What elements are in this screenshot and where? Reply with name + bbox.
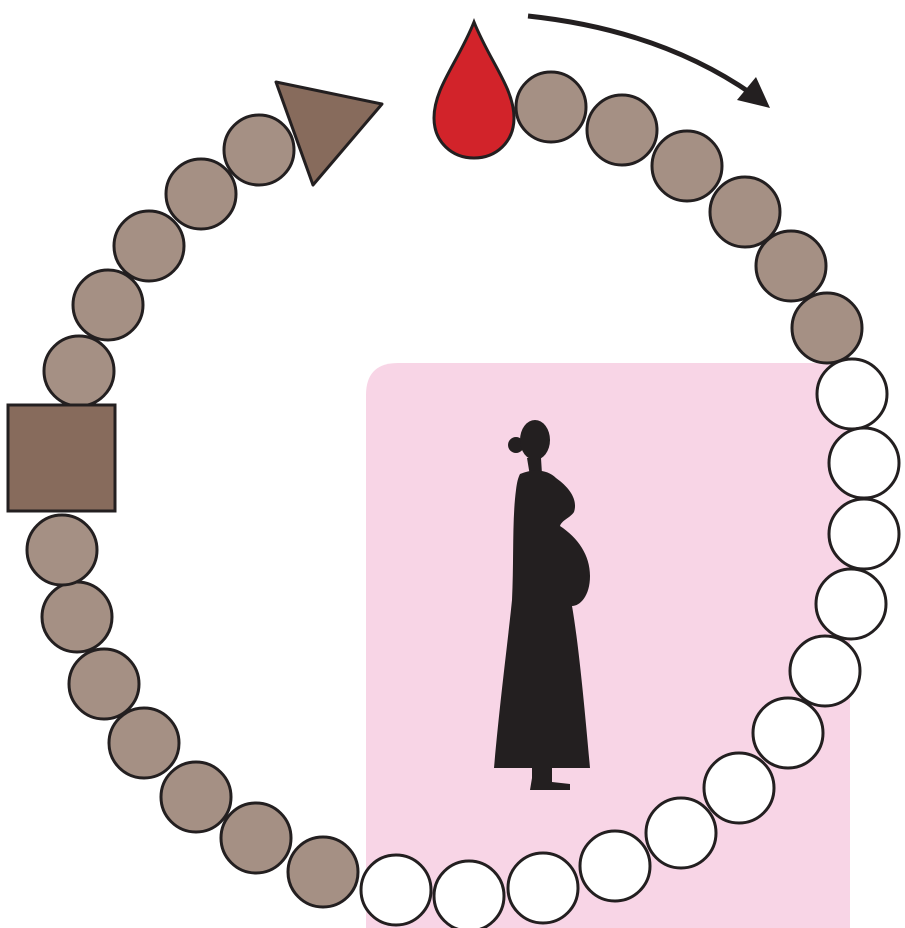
brown-bead (27, 515, 97, 585)
brown-bead (161, 762, 231, 832)
brown-bead (516, 72, 586, 142)
brown-bead (69, 649, 139, 719)
brown-bead (114, 211, 184, 281)
brown-bead (792, 293, 862, 363)
white-bead (361, 855, 431, 925)
triangle-marker (276, 82, 382, 185)
white-bead (434, 861, 504, 928)
white-bead (817, 359, 887, 429)
white-bead (790, 636, 860, 706)
square-marker (8, 405, 115, 511)
brown-bead (221, 803, 291, 873)
brown-bead (587, 95, 657, 165)
brown-bead (109, 708, 179, 778)
brown-bead (44, 336, 114, 406)
blood-drop-icon (434, 22, 514, 158)
brown-bead (710, 177, 780, 247)
brown-bead (42, 582, 112, 652)
brown-bead (288, 837, 358, 907)
white-bead (508, 853, 578, 923)
brown-bead (224, 115, 294, 185)
white-bead (704, 753, 774, 823)
brown-bead (166, 159, 236, 229)
white-bead (829, 428, 899, 498)
white-bead (753, 698, 823, 768)
brown-bead (756, 231, 826, 301)
white-bead (829, 499, 899, 569)
white-bead (580, 831, 650, 901)
brown-bead (73, 270, 143, 340)
brown-bead (652, 131, 722, 201)
white-bead (816, 569, 886, 639)
white-bead (646, 798, 716, 868)
